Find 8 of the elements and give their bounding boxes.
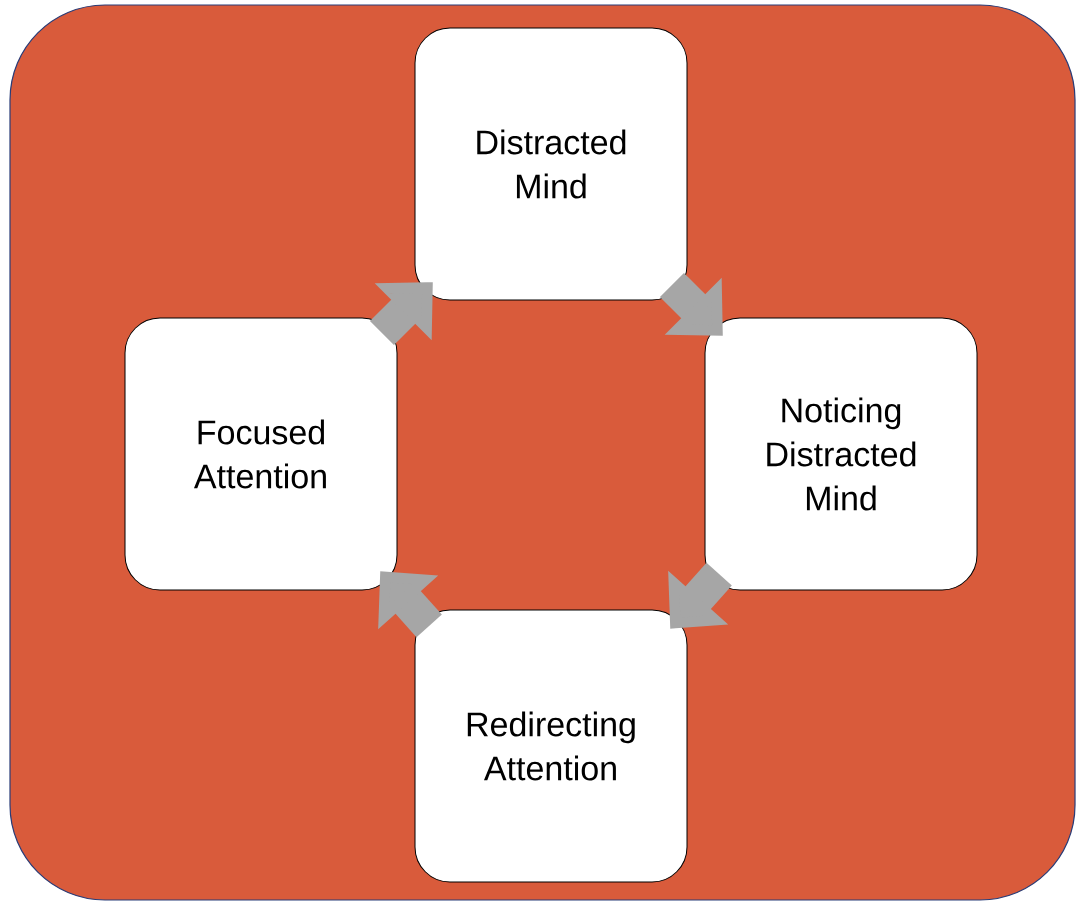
process-box: Focused Attention: [124, 317, 398, 591]
process-box: Noticing Distracted Mind: [704, 317, 978, 591]
block-arrow: [369, 282, 433, 346]
process-box: Redirecting Attention: [414, 609, 688, 883]
process-box: Distracted Mind: [414, 27, 688, 301]
block-arrow: [659, 272, 723, 336]
block-arrow: [378, 571, 442, 638]
block-arrow: [668, 562, 732, 629]
